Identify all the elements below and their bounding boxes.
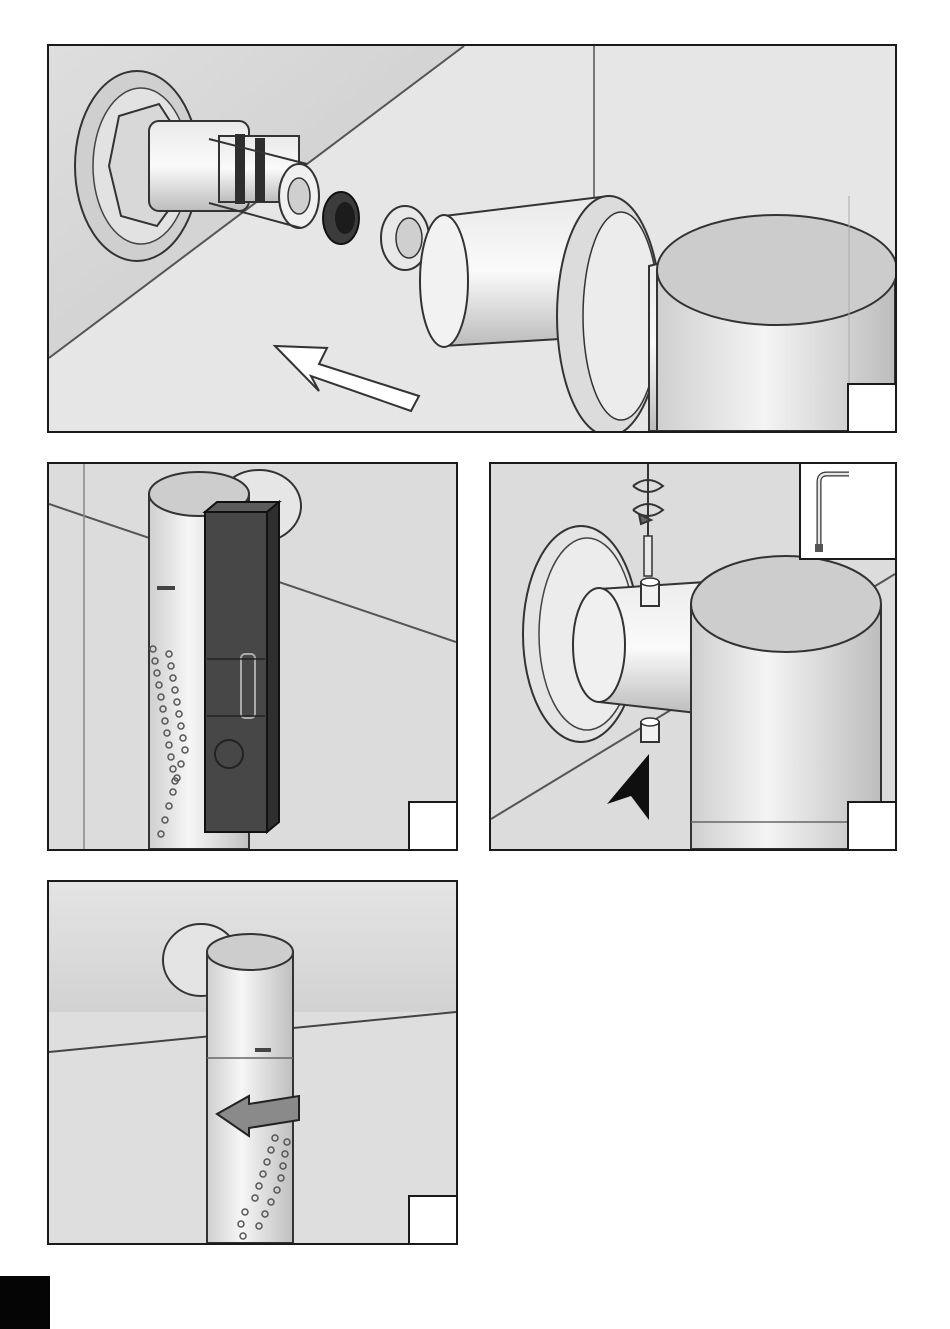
- panel-1-step-box: [847, 383, 895, 431]
- spirit-level-icon: [205, 502, 279, 832]
- panel-2-illustration: [49, 464, 456, 849]
- rubber-washer: [323, 192, 359, 244]
- panel-2-level-column: [47, 462, 458, 851]
- allen-key-icon: [801, 464, 893, 556]
- panel-4-rotate-column: [47, 880, 458, 1245]
- panel-4-illustration: [49, 882, 456, 1243]
- page-number-tab: [0, 1276, 50, 1329]
- panel-1-connect-pipe: [47, 44, 897, 433]
- shower-column: [207, 934, 293, 1243]
- panel-1-illustration: [49, 46, 895, 431]
- panel-2-step-box: [408, 801, 456, 849]
- shower-arm: [573, 582, 706, 714]
- panel-3-step-box: [847, 801, 895, 849]
- allen-key-inset: [799, 464, 895, 560]
- grub-screw-bottom: [641, 718, 659, 742]
- panel-4-step-box: [408, 1195, 456, 1243]
- panel-3-tighten-screw: [489, 462, 897, 851]
